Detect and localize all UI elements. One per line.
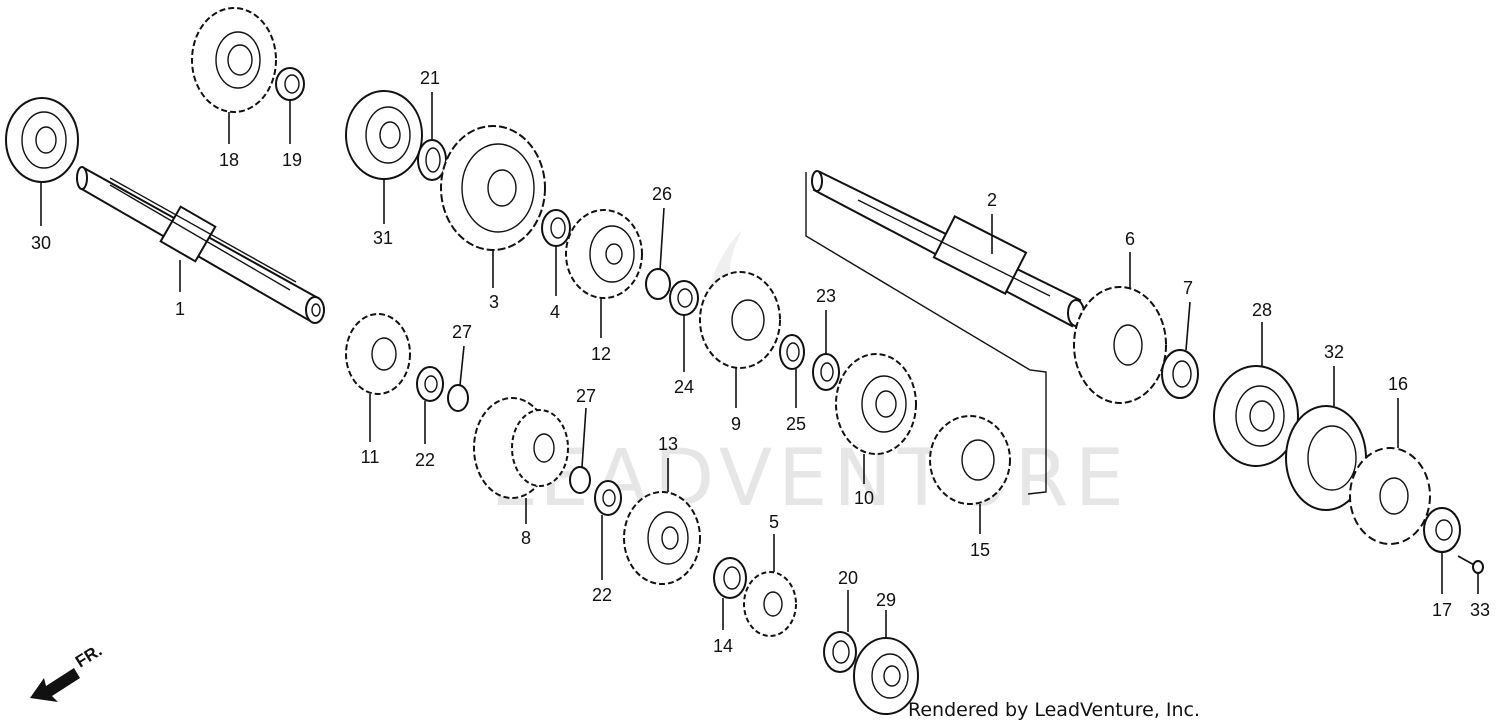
callout-25: 25 <box>786 414 806 434</box>
callout-26: 26 <box>652 184 672 204</box>
callout-3: 3 <box>489 292 499 312</box>
part-24-washer[interactable] <box>669 280 699 316</box>
part-31-bearing[interactable] <box>345 90 423 180</box>
callout-17: 17 <box>1432 600 1452 620</box>
callout-24: 24 <box>674 377 694 397</box>
callout-27-upper: 27 <box>452 322 472 342</box>
part-16-sprocket[interactable] <box>1349 447 1431 545</box>
part-1-mainshaft[interactable] <box>76 166 325 324</box>
callout-20: 20 <box>838 568 858 588</box>
callout-27-lower: 27 <box>576 386 596 406</box>
callout-7: 7 <box>1183 278 1193 298</box>
part-22-washer-upper[interactable] <box>416 366 444 402</box>
callout-19: 19 <box>282 150 302 170</box>
part-7-collar[interactable] <box>1161 349 1199 399</box>
assembly-bracket <box>805 172 1047 495</box>
part-11-gear[interactable] <box>345 313 411 395</box>
part-13-gear[interactable] <box>623 491 701 585</box>
callout-29: 29 <box>876 590 896 610</box>
callout-2: 2 <box>987 190 997 210</box>
callout-23: 23 <box>816 286 836 306</box>
callout-5: 5 <box>769 512 779 532</box>
callout-28: 28 <box>1252 300 1272 320</box>
part-30-bearing[interactable] <box>5 97 79 183</box>
part-10-gear[interactable] <box>835 353 917 455</box>
callout-31: 31 <box>373 228 393 248</box>
part-2-countershaft[interactable] <box>811 170 1085 328</box>
part-29-bearing[interactable] <box>853 637 919 715</box>
callout-15: 15 <box>970 540 990 560</box>
callout-32: 32 <box>1324 342 1344 362</box>
part-19-bushing[interactable] <box>275 67 305 101</box>
callout-9: 9 <box>731 414 741 434</box>
callout-33: 33 <box>1470 600 1490 620</box>
credit-text: Rendered by LeadVenture, Inc. <box>908 699 1200 721</box>
front-direction-arrow: FR. <box>30 641 105 702</box>
part-14-bushing[interactable] <box>713 557 747 599</box>
arrow-icon <box>30 668 80 702</box>
callout-10: 10 <box>854 488 874 508</box>
part-20-washer[interactable] <box>823 631 857 673</box>
callout-8: 8 <box>521 528 531 548</box>
part-17-plate[interactable] <box>1423 507 1461 553</box>
callout-6: 6 <box>1125 229 1135 249</box>
callout-12: 12 <box>591 344 611 364</box>
callout-13: 13 <box>658 434 678 454</box>
direction-label: FR. <box>72 641 105 672</box>
part-25-washer[interactable] <box>779 334 805 370</box>
part-33-bolt[interactable] <box>1457 555 1484 574</box>
callout-21: 21 <box>420 68 440 88</box>
part-28-bearing[interactable] <box>1213 365 1299 467</box>
part-5-gear[interactable] <box>743 571 797 637</box>
callout-18: 18 <box>219 150 239 170</box>
leader-lines <box>40 92 1479 638</box>
part-6-gear[interactable] <box>1073 286 1167 404</box>
part-8-gear[interactable] <box>473 397 569 499</box>
callout-14: 14 <box>713 636 733 656</box>
part-22-washer-lower[interactable] <box>594 480 622 516</box>
part-9-gear[interactable] <box>699 271 781 369</box>
callout-11: 11 <box>361 447 380 467</box>
callout-22-upper: 22 <box>415 450 435 470</box>
part-26-circlip[interactable] <box>645 268 671 300</box>
part-32-oil-seal[interactable] <box>1285 405 1367 511</box>
part-4-bushing[interactable] <box>541 209 571 247</box>
part-3-gear[interactable] <box>440 125 546 251</box>
part-12-gear[interactable] <box>565 209 643 299</box>
part-27-circlip-upper[interactable] <box>447 384 469 412</box>
part-23-washer[interactable] <box>812 353 840 391</box>
callout-16: 16 <box>1388 374 1408 394</box>
callout-22-lower: 22 <box>592 585 612 605</box>
callout-1: 1 <box>175 299 185 319</box>
callout-4: 4 <box>550 302 560 322</box>
callout-30: 30 <box>31 233 51 253</box>
part-18-gear[interactable] <box>191 7 277 113</box>
part-15-gear[interactable] <box>929 415 1011 505</box>
callout-labels: 30 1 18 19 31 21 3 4 12 26 24 9 25 23 10… <box>31 68 1490 656</box>
part-27-circlip-lower[interactable] <box>569 466 591 494</box>
watermark: LEADVENTURE <box>490 434 1130 524</box>
